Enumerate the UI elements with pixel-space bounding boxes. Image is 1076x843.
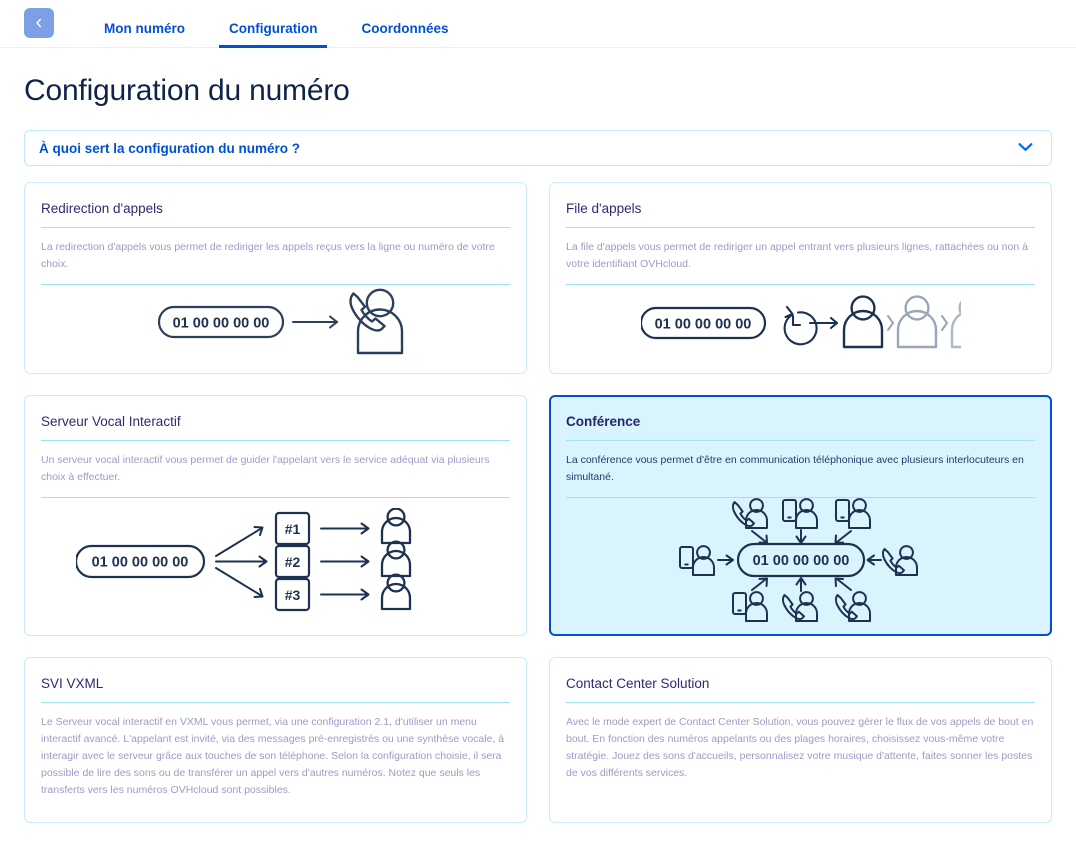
chevron-left-icon [33, 17, 45, 29]
ivr-key-label: #3 [284, 587, 300, 603]
card-title: Contact Center Solution [566, 676, 710, 691]
option-card-call-queue[interactable]: File d'appels La file d'appels vous perm… [549, 182, 1052, 374]
card-title: Serveur Vocal Interactif [41, 414, 181, 429]
top-navigation-bar: Mon numéro Configuration Coordonnées [0, 0, 1076, 48]
divider [566, 284, 1035, 285]
card-description: Avec le mode expert de Contact Center So… [566, 716, 1034, 779]
phone-number-label: 01 00 00 00 00 [752, 553, 849, 569]
ivr-key-label: #2 [284, 554, 300, 570]
card-description: La file d'appels vous permet de redirige… [566, 241, 1028, 270]
divider [41, 497, 510, 498]
card-description: Un serveur vocal interactif vous permet … [41, 454, 490, 483]
conference-illustration: 01 00 00 00 00 [566, 498, 1035, 623]
help-accordion[interactable]: À quoi sert la configuration du numéro ? [24, 130, 1052, 166]
card-title: SVI VXML [41, 676, 104, 691]
divider [566, 227, 1035, 228]
phone-number-label: 01 00 00 00 00 [654, 317, 751, 333]
ivr-illustration: 01 00 00 00 00 [41, 498, 510, 623]
phone-number-label: 01 00 00 00 00 [172, 316, 269, 332]
card-description: La conférence vous permet d'être en comm… [566, 454, 1024, 483]
configuration-options-grid: Redirection d'appels La redirection d'ap… [24, 182, 1052, 823]
tab-configuration[interactable]: Configuration [207, 0, 339, 48]
divider [41, 702, 510, 703]
divider [566, 702, 1035, 703]
chevron-down-icon[interactable] [1018, 139, 1033, 157]
call-queue-illustration: 01 00 00 00 00 [566, 285, 1035, 361]
option-card-svi-vxml[interactable]: SVI VXML Le Serveur vocal interactif en … [24, 657, 527, 823]
phone-number-label: 01 00 00 00 00 [91, 554, 188, 570]
tab-coordonnees[interactable]: Coordonnées [339, 0, 470, 48]
divider [41, 440, 510, 441]
divider [41, 227, 510, 228]
divider [566, 440, 1035, 441]
card-title: Conférence [566, 414, 641, 429]
page-title: Configuration du numéro [24, 74, 350, 107]
option-card-conference[interactable]: Conférence La conférence vous permet d'ê… [549, 395, 1052, 636]
card-description: La redirection d'appels vous permet de r… [41, 241, 495, 270]
tab-label: Configuration [229, 20, 318, 36]
divider [566, 497, 1035, 498]
ivr-key-label: #1 [284, 521, 300, 537]
option-card-ivr[interactable]: Serveur Vocal Interactif Un serveur voca… [24, 395, 527, 636]
option-card-call-redirection[interactable]: Redirection d'appels La redirection d'ap… [24, 182, 527, 374]
tab-mon-numero[interactable]: Mon numéro [82, 0, 207, 48]
call-redirection-illustration: 01 00 00 00 00 [41, 285, 510, 361]
tab-label: Mon numéro [104, 20, 185, 36]
card-title: Redirection d'appels [41, 201, 163, 216]
back-button[interactable] [24, 8, 54, 38]
tab-list: Mon numéro Configuration Coordonnées [82, 0, 471, 48]
card-title: File d'appels [566, 201, 642, 216]
tab-label: Coordonnées [361, 20, 449, 36]
help-accordion-label: À quoi sert la configuration du numéro ? [39, 140, 301, 156]
divider [41, 284, 510, 285]
footer-actions: Appliquer à plusieurs numéros Paramétrer [0, 823, 1076, 843]
option-card-contact-center-solution[interactable]: Contact Center Solution Avec le mode exp… [549, 657, 1052, 823]
card-description: Le Serveur vocal interactif en VXML vous… [41, 716, 505, 796]
